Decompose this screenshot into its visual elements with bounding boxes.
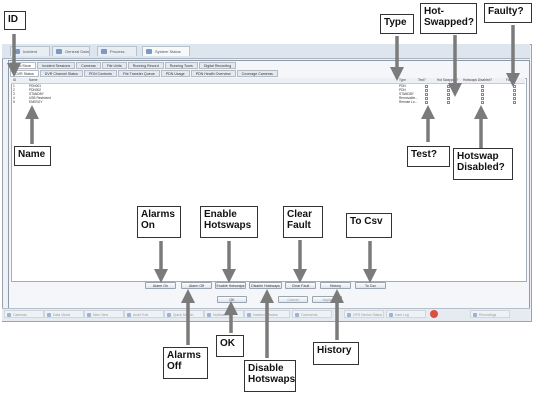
callout-to-csv: To Csv: [346, 213, 392, 238]
taskbar-item[interactable]: New View: [84, 310, 124, 318]
taskbar-item-icon: [473, 313, 477, 317]
callout-disable-hotswaps: Disable Hotswaps: [244, 360, 296, 392]
tab-pdn-contents[interactable]: PDN Contents: [83, 70, 117, 77]
taskbar-item[interactable]: GPS Device Status: [344, 310, 384, 318]
hotswaps-disabled-checkbox[interactable]: [481, 88, 484, 92]
faulty-checkbox[interactable]: [513, 100, 516, 104]
tab-running-record[interactable]: Running Record: [127, 62, 164, 69]
taskbar-item-icon: [295, 313, 299, 317]
taskbar-item[interactable]: Cameras: [4, 310, 44, 318]
cell-type: Remote Lo...: [399, 100, 418, 104]
tab-coverage-cameras[interactable]: Coverage Cameras: [236, 70, 278, 77]
alarm-off-button[interactable]: Alarm Off: [181, 282, 212, 289]
alert-icon[interactable]: [430, 310, 438, 318]
callout-type: Type: [380, 14, 414, 34]
taskbar-item[interactable]: Data Views: [44, 310, 84, 318]
cell-type: Removable...: [399, 96, 418, 100]
cell-name: STANDBY: [29, 92, 44, 96]
window-tab-icon: [14, 49, 20, 54]
taskbar-item-icon: [87, 313, 91, 317]
col-header-hotswaps-disabled[interactable]: Hotswaps Disabled?: [463, 78, 493, 82]
cell-type: PDN: [399, 84, 406, 88]
window-tab[interactable]: General Data: [52, 46, 90, 56]
col-header-id[interactable]: ID: [13, 78, 17, 82]
taskbar-item-icon: [207, 313, 211, 317]
taskbar-item[interactable]: User Log: [386, 310, 426, 318]
test-checkbox[interactable]: [425, 88, 428, 92]
taskbar-item-icon: [347, 313, 351, 317]
hotswaps-disabled-checkbox[interactable]: [481, 84, 484, 88]
test-checkbox[interactable]: [425, 100, 428, 104]
faulty-checkbox[interactable]: [513, 88, 516, 92]
hot-swapped-checkbox[interactable]: [447, 96, 450, 100]
faulty-checkbox[interactable]: [513, 92, 516, 96]
taskbar-item[interactable]: Audit Trail: [124, 310, 164, 318]
col-header-test[interactable]: Test?: [418, 78, 426, 82]
hotswaps-disabled-checkbox[interactable]: [481, 96, 484, 100]
cell-name: USB Restricted: [29, 96, 51, 100]
taskbar-item[interactable]: Comments: [292, 310, 332, 318]
hotswaps-disabled-checkbox[interactable]: [481, 92, 484, 96]
test-checkbox[interactable]: [425, 92, 428, 96]
callout-alarms-on: Alarms On: [137, 206, 181, 238]
history-button[interactable]: History: [320, 282, 351, 289]
hot-swapped-checkbox[interactable]: [447, 100, 450, 104]
cell-name: PDN001: [29, 84, 42, 88]
taskbar-item[interactable]: Recordings: [470, 310, 510, 318]
callout-hotswap-disabled: Hotswap Disabled?: [453, 148, 513, 180]
taskbar-item[interactable]: Quick Search: [164, 310, 204, 318]
cell-name: PDN002: [29, 88, 42, 92]
table-row[interactable]: 4 USB Restricted Removable...: [11, 96, 525, 100]
cell-id: 3: [13, 92, 15, 96]
cell-id: 5: [13, 100, 15, 104]
hotswaps-disabled-checkbox[interactable]: [481, 100, 484, 104]
disable-hotswaps-button[interactable]: Disable Hotswaps: [249, 282, 282, 289]
faulty-checkbox[interactable]: [513, 96, 516, 100]
taskbar-item-icon: [7, 313, 11, 317]
taskbar-item-icon: [47, 313, 51, 317]
col-header-hot-swapped[interactable]: Hot Swapped?: [437, 78, 458, 82]
tab-file-units[interactable]: File Units: [101, 62, 127, 69]
table-row[interactable]: 5 ENERGY Remote Lo...: [11, 100, 525, 104]
window-tab-icon: [56, 49, 62, 54]
callout-test: Test?: [407, 146, 450, 167]
callout-name: Name: [14, 146, 51, 166]
test-checkbox[interactable]: [425, 84, 428, 88]
tab-file-transfer-queue[interactable]: File Transfer Queue: [117, 70, 160, 77]
cell-name: ENERGY: [29, 100, 43, 104]
tab-incident-sessions[interactable]: Incident Sessions: [36, 62, 76, 69]
callout-clear-fault: Clear Fault: [283, 206, 323, 238]
cancel-button[interactable]: Cancel: [278, 296, 308, 303]
callout-enable-hotswaps: Enable Hotswaps: [200, 206, 258, 238]
cell-id: 2: [13, 88, 15, 92]
taskbar-item-icon: [389, 313, 393, 317]
test-checkbox[interactable]: [425, 96, 428, 100]
taskbar-item-icon: [247, 313, 251, 317]
cell-type: STANDBY: [399, 92, 414, 96]
cell-id: 4: [13, 96, 15, 100]
tab-pdn-health-overview[interactable]: PDN Health Overview: [190, 70, 236, 77]
window-tab-icon: [146, 49, 152, 54]
callout-alarms-off: Alarms Off: [163, 347, 208, 379]
callout-hot-swapped: Hot- Swapped?: [420, 3, 477, 34]
taskbar-item-icon: [167, 313, 171, 317]
window-tab-icon: [101, 49, 107, 54]
cell-type: PDN: [399, 88, 406, 92]
callout-id: ID: [4, 11, 26, 30]
tab-cameras[interactable]: Cameras: [76, 62, 101, 69]
window-tab-active[interactable]: System Status: [142, 46, 190, 56]
tab-dvr-channel-status[interactable]: DVR Channel Status: [39, 70, 83, 77]
tab-digital-recording[interactable]: Digital Recording: [198, 62, 237, 69]
tab-pdn-usage[interactable]: PDN Usage: [160, 70, 190, 77]
taskbar-item-icon: [127, 313, 131, 317]
callout-ok: OK: [216, 335, 244, 357]
cell-id: 1: [13, 84, 15, 88]
col-header-name[interactable]: Name: [29, 78, 38, 82]
tab-running-tours[interactable]: Running Tours: [164, 62, 198, 69]
callout-history: History: [313, 342, 359, 365]
callout-faulty: Faulty?: [484, 3, 532, 23]
